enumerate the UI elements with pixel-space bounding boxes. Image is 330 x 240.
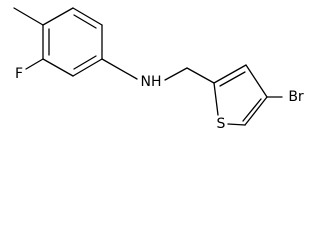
bond-c5-c6: [42, 58, 74, 77]
atom-fluorine-label: F: [15, 66, 23, 82]
atom-amine-label: NH: [141, 74, 162, 90]
bond-c2-c3-thiophene: [213, 64, 247, 84]
chemical-structure-diagram: F NH S Br: [13, 7, 304, 132]
bond-c4-c5: [72, 58, 103, 77]
thiophene-ring: [213, 64, 268, 126]
atom-bromine-label: Br: [288, 89, 304, 105]
bond-c-f: [25, 58, 44, 70]
atom-sulfur-label: S: [217, 116, 226, 132]
bond-s-c2: [213, 82, 219, 116]
bond-n-ch2: [164, 67, 188, 81]
benzene-ring: [42, 7, 103, 77]
bond-c3-c4-thiophene: [245, 64, 268, 98]
bond-c2-c3-thiophene-inner: [219, 71, 246, 87]
bond-c4-c5-inner: [73, 55, 97, 70]
bond-ch2-thiophene: [186, 67, 215, 84]
bond-c4-c5-thiophene-inner: [242, 98, 262, 122]
bond-c2-c3: [72, 7, 103, 26]
bond-aryl-n: [101, 58, 138, 80]
bond-methyl: [13, 7, 44, 26]
bond-c5-s: [227, 123, 246, 126]
bond-c4-c5-thiophene: [244, 96, 268, 126]
bond-c1-c2: [42, 7, 74, 26]
bond-c2-c3-inner: [73, 14, 97, 29]
